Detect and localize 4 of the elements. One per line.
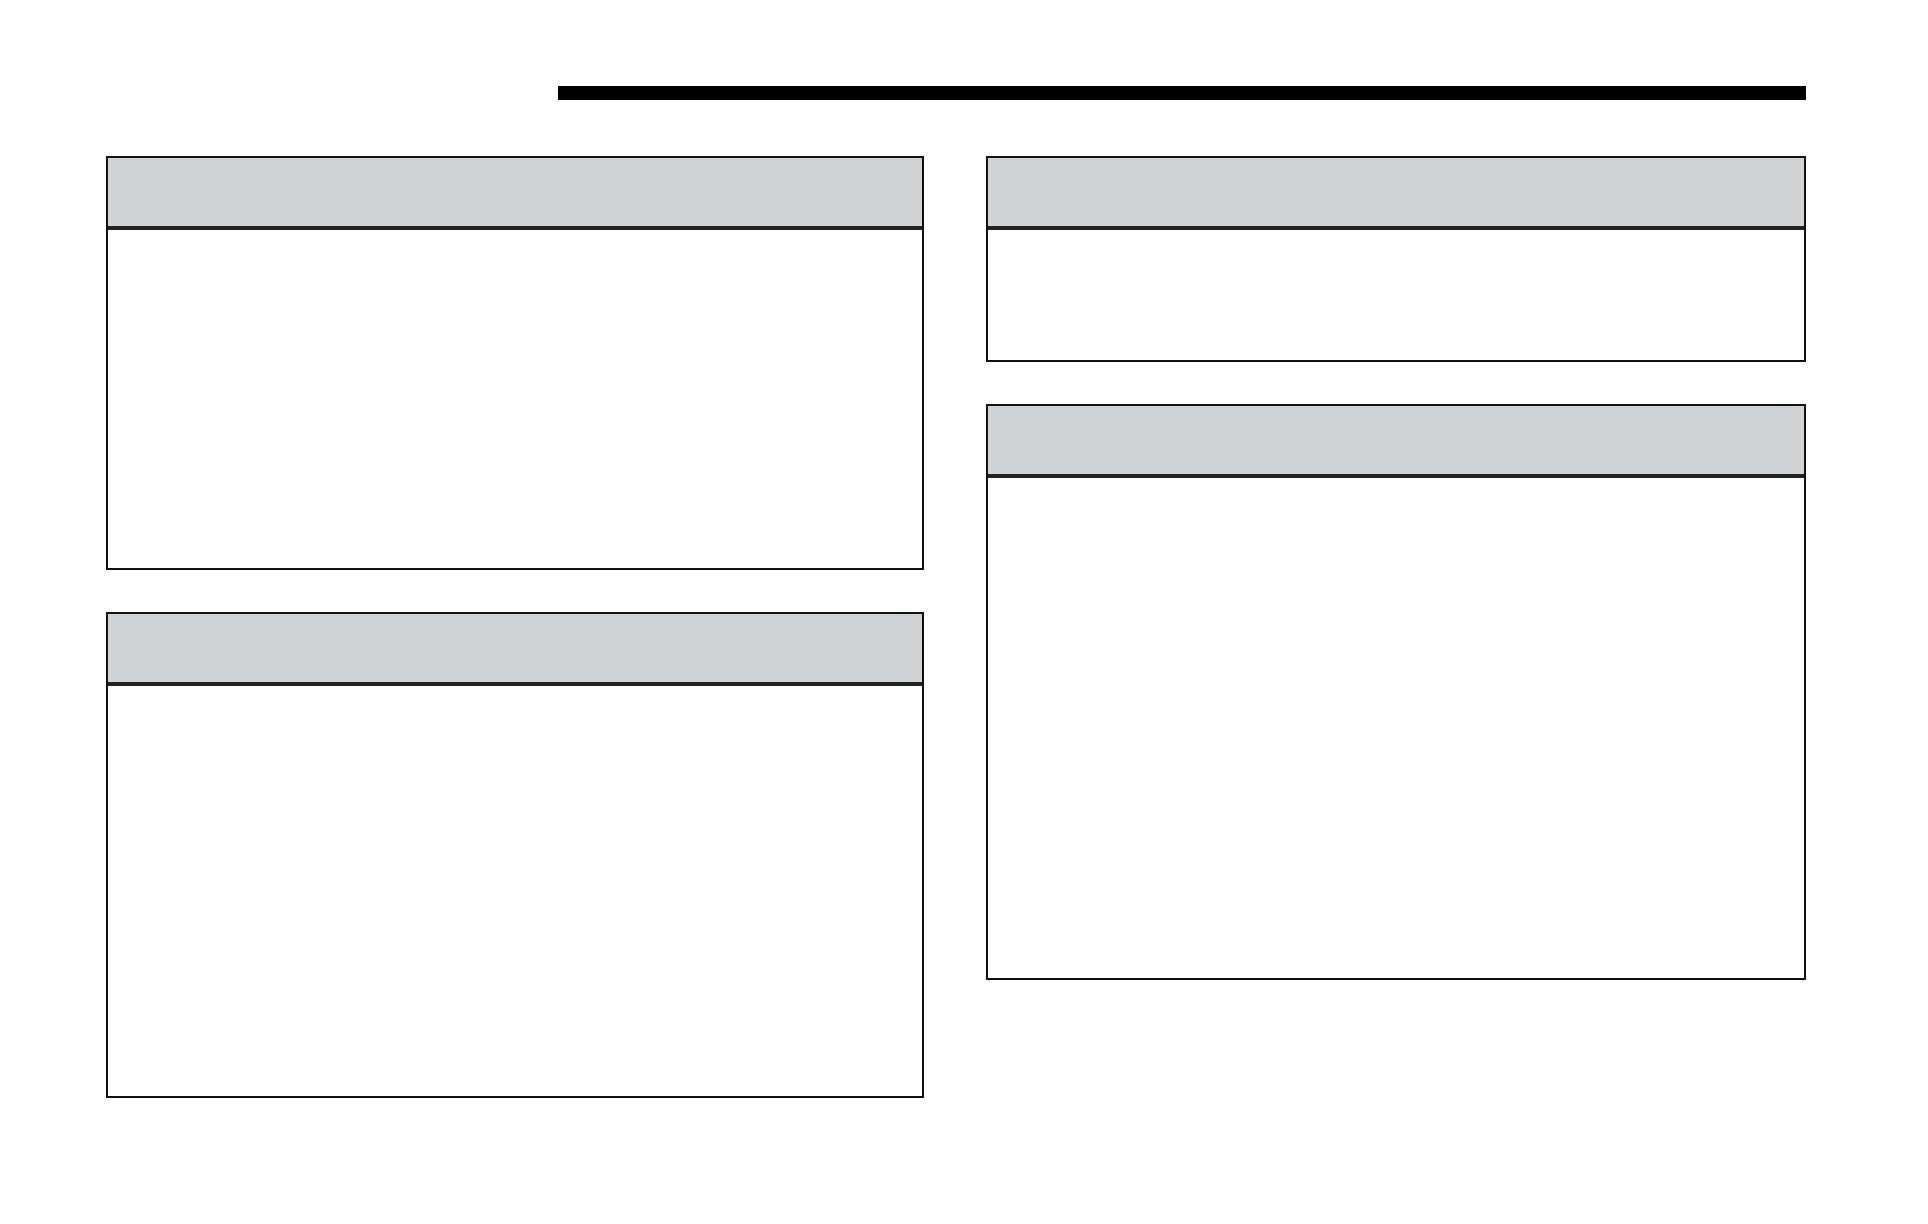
panel-box [986, 156, 1806, 362]
panel-box [106, 612, 924, 1098]
panel-box [106, 156, 924, 570]
panel-box [986, 404, 1806, 980]
